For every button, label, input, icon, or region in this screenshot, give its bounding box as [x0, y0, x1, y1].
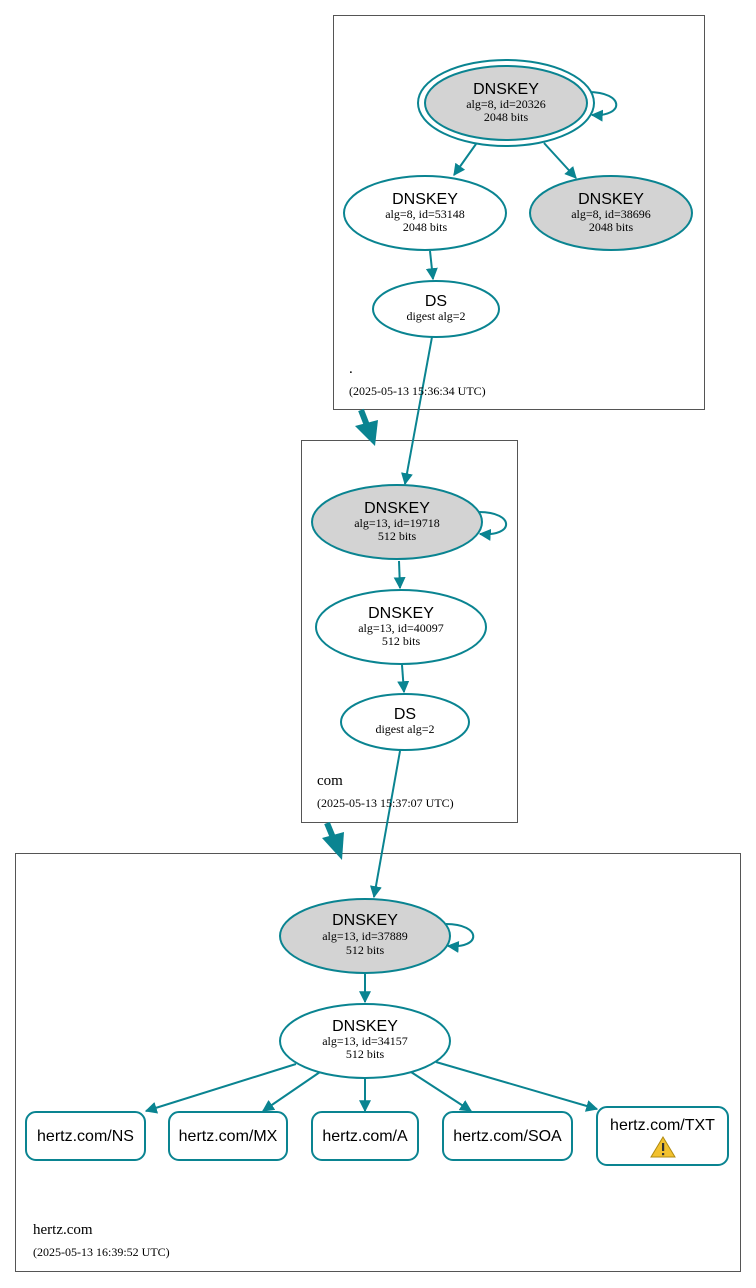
delegation-arrow-com-hertz — [322, 821, 344, 860]
node-type: DNSKEY — [392, 191, 458, 208]
edge-34157-mx — [262, 1071, 321, 1112]
rrset-label: hertz.com/MX — [179, 1128, 278, 1145]
node-alg-id: alg=13, id=34157 — [322, 1034, 408, 1048]
node-alg-id: alg=13, id=40097 — [358, 621, 444, 635]
node-digest: digest alg=2 — [406, 309, 465, 323]
dnskey-node-40097[interactable]: DNSKEY alg=13, id=40097 512 bits — [315, 589, 487, 665]
node-bits: 2048 bits — [403, 220, 448, 234]
node-type: DNSKEY — [332, 912, 398, 929]
node-alg-id: alg=13, id=19718 — [354, 516, 440, 530]
node-type: DNSKEY — [473, 81, 539, 98]
edge-19718-40097 — [393, 560, 406, 590]
node-alg-id: alg=13, id=37889 — [322, 929, 408, 943]
edge-ds-19718 — [401, 336, 433, 486]
node-digest: digest alg=2 — [375, 722, 434, 736]
edge-34157-soa — [410, 1071, 473, 1112]
node-type: DNSKEY — [368, 605, 434, 622]
ds-node-root[interactable]: DS digest alg=2 — [372, 280, 500, 338]
edge-self-19718 — [478, 511, 508, 541]
dnskey-node-37889[interactable]: DNSKEY alg=13, id=37889 512 bits — [279, 898, 451, 974]
zone-name-com: com — [317, 773, 343, 789]
rrset-node-mx[interactable]: hertz.com/MX — [168, 1111, 288, 1161]
edge-34157-txt — [435, 1061, 599, 1112]
rrset-label: hertz.com/TXT — [610, 1117, 715, 1134]
delegation-arrow-root-com — [355, 408, 378, 446]
zone-name-root: . — [349, 361, 353, 377]
node-bits: 512 bits — [378, 529, 417, 543]
node-type: DS — [394, 706, 416, 723]
edge-ds-37889 — [369, 750, 401, 899]
rrset-label: hertz.com/NS — [37, 1128, 134, 1145]
node-type: DNSKEY — [364, 500, 430, 517]
zone-name-hertz: hertz.com — [33, 1222, 93, 1238]
dnskey-node-53148[interactable]: DNSKEY alg=8, id=53148 2048 bits — [343, 175, 507, 251]
zone-timestamp-hertz: (2025-05-13 16:39:52 UTC) — [33, 1245, 170, 1259]
rrset-label: hertz.com/A — [322, 1128, 408, 1145]
node-bits: 2048 bits — [484, 110, 529, 124]
dnskey-node-19718[interactable]: DNSKEY alg=13, id=19718 512 bits — [311, 484, 483, 560]
dnskey-node-38696[interactable]: DNSKEY alg=8, id=38696 2048 bits — [529, 175, 693, 251]
warning-triangle-icon — [650, 1136, 676, 1158]
node-type: DNSKEY — [332, 1018, 398, 1035]
edge-self-20326 — [587, 91, 618, 122]
edge-self-37889 — [445, 923, 475, 953]
edge-20326-38696 — [543, 142, 577, 179]
ds-node-com[interactable]: DS digest alg=2 — [340, 693, 470, 751]
node-alg-id: alg=8, id=53148 — [385, 207, 465, 221]
rrset-node-txt[interactable]: hertz.com/TXT — [596, 1106, 729, 1166]
node-alg-id: alg=8, id=38696 — [571, 207, 651, 221]
rrset-label: hertz.com/SOA — [453, 1128, 562, 1145]
node-type: DNSKEY — [578, 191, 644, 208]
edge-53148-ds — [425, 250, 438, 281]
dnskey-node-20326[interactable]: DNSKEY alg=8, id=20326 2048 bits — [417, 59, 595, 147]
node-bits: 512 bits — [346, 943, 385, 957]
edge-40097-ds — [397, 664, 410, 694]
node-type: DS — [425, 293, 447, 310]
edge-20326-53148 — [453, 143, 477, 176]
zone-timestamp-com: (2025-05-13 15:37:07 UTC) — [317, 796, 454, 810]
rrset-node-ns[interactable]: hertz.com/NS — [25, 1111, 146, 1161]
rrset-node-a[interactable]: hertz.com/A — [311, 1111, 419, 1161]
dnskey-node-34157[interactable]: DNSKEY alg=13, id=34157 512 bits — [279, 1003, 451, 1079]
zone-timestamp-root: (2025-05-13 15:36:34 UTC) — [349, 384, 486, 398]
node-bits: 512 bits — [346, 1047, 385, 1061]
node-alg-id: alg=8, id=20326 — [466, 97, 546, 111]
node-bits: 512 bits — [382, 634, 421, 648]
edge-34157-ns — [144, 1063, 297, 1114]
node-bits: 2048 bits — [589, 220, 634, 234]
rrset-node-soa[interactable]: hertz.com/SOA — [442, 1111, 573, 1161]
